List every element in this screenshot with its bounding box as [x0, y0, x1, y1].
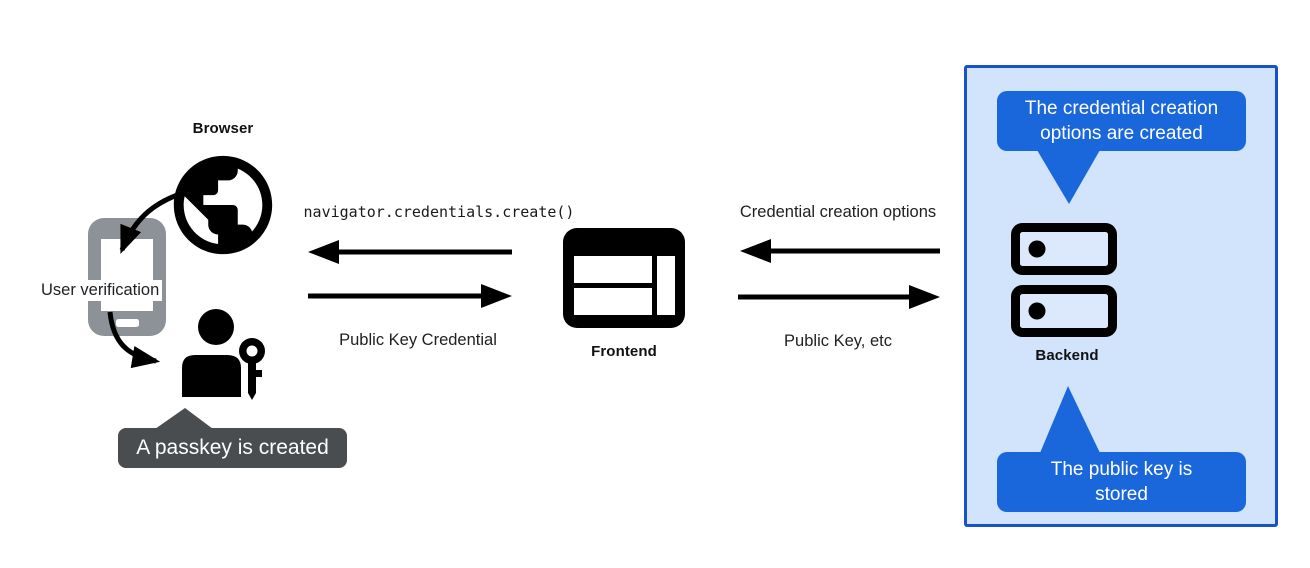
backend-label: Backend	[1035, 347, 1099, 364]
user-verification-label: User verification	[38, 280, 163, 301]
arrow-frontend-to-backend	[738, 285, 940, 309]
arrow-browser-to-frontend	[308, 284, 512, 308]
passkey-created-text: A passkey is created	[136, 436, 329, 459]
person-with-key-icon	[182, 309, 265, 400]
public-key-stored-callout-text: The public key is stored	[1050, 459, 1193, 505]
public-key-credential-label: Public Key Credential	[339, 331, 497, 349]
callout-pointer-down	[1037, 150, 1100, 204]
server-stack-icon	[1011, 223, 1117, 337]
public-key-stored-callout: The public key is stored	[997, 386, 1246, 512]
browser-window-icon	[563, 228, 685, 328]
tooltip-pointer-up	[155, 408, 213, 429]
smartphone-icon	[88, 218, 166, 336]
credential-creation-options-label: Credential creation options	[739, 203, 937, 221]
frontend-label: Frontend	[591, 343, 657, 360]
navigator-credentials-create-label: navigator.credentials.create()	[303, 203, 575, 221]
backend-panel: The credential creation options are crea…	[964, 65, 1278, 527]
credential-options-callout: The credential creation options are crea…	[997, 91, 1246, 204]
public-key-etc-label: Public Key, etc	[784, 332, 892, 350]
browser-label: Browser	[192, 120, 254, 137]
passkey-created-tooltip: A passkey is created	[118, 408, 347, 468]
credential-options-callout-text: The credential creation options are crea…	[1024, 98, 1219, 144]
arrow-backend-to-frontend	[740, 239, 940, 263]
globe-icon	[173, 155, 273, 255]
arrow-frontend-to-browser	[308, 240, 512, 264]
callout-pointer-up	[1040, 386, 1100, 453]
